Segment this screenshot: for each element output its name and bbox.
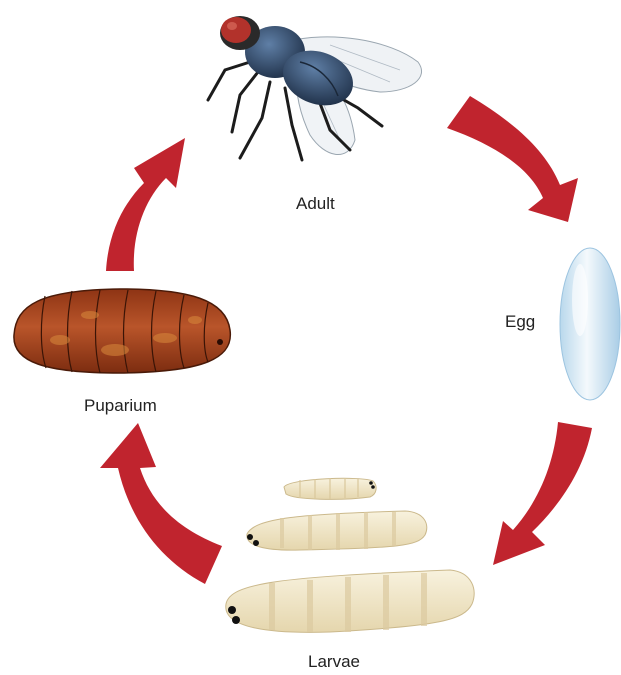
larva-large-icon: [226, 570, 474, 632]
larvae-label: Larvae: [308, 652, 360, 672]
arrow-adult-to-egg-icon: [447, 96, 578, 222]
egg-icon: [560, 248, 620, 400]
egg-label: Egg: [505, 312, 535, 332]
pupa-icon: [14, 289, 230, 373]
arrow-egg-to-larvae-icon: [493, 422, 592, 565]
larva-small-icon: [284, 478, 376, 499]
puparium-label: Puparium: [84, 396, 157, 416]
adult-label: Adult: [296, 194, 335, 214]
larva-medium-icon: [247, 511, 427, 550]
maggot-icon: [226, 478, 474, 632]
arrow-larvae-to-puparium-icon: [100, 423, 222, 584]
arrow-puparium-to-adult-icon: [70, 138, 185, 271]
housefly-icon: [208, 16, 422, 160]
